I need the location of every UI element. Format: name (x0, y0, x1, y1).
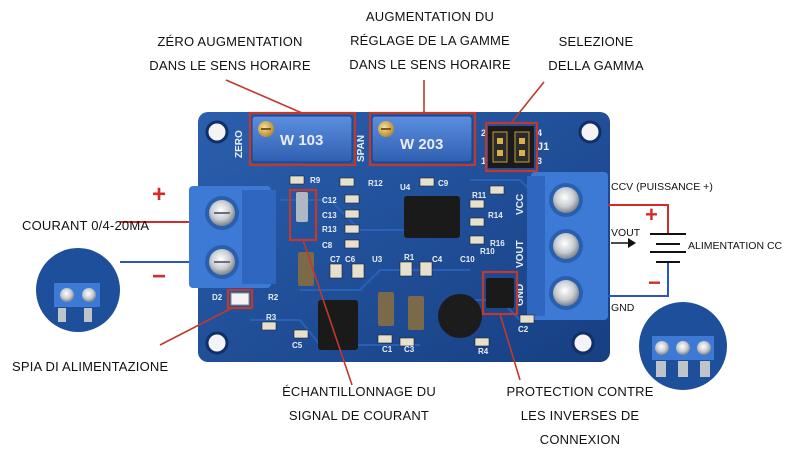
span-potentiometer (371, 115, 473, 163)
silk-part-c10: C10 (460, 255, 475, 264)
silk-pin-4: 4 (537, 128, 542, 138)
silk-part-c1: C1 (382, 345, 393, 354)
silk-part-c13: C13 (322, 211, 337, 220)
silk-part-r2: R2 (268, 293, 279, 302)
input-plus-sign: + (152, 181, 166, 208)
mounting-holes (205, 120, 602, 355)
callout-sampling-line2: SIGNAL DE COURANT (288, 408, 430, 423)
range-jumper (488, 126, 534, 168)
silk-part-r4: R4 (478, 347, 489, 356)
silk-pot2: W 203 (400, 136, 443, 153)
silk-part-c8: C8 (322, 241, 333, 250)
leader-sampling (302, 239, 353, 386)
terminal-label-vout: VOUT (611, 227, 641, 239)
callout-power-led: SPIA DI ALIMENTAZIONE (12, 359, 169, 374)
silk-part-r11: R11 (472, 191, 487, 200)
silk-jumper: J1 (537, 141, 549, 153)
callout-box-led (226, 288, 254, 310)
silk-part-r14: R14 (488, 211, 503, 220)
silk-part-u3: U3 (372, 255, 383, 264)
silk-span: SPAN (356, 135, 367, 162)
output-plus-sign: + (645, 202, 658, 227)
callout-current-input: COURANT 0/4-20MA (22, 218, 150, 233)
silk-zero: ZERO (234, 130, 245, 158)
inset-terminal-left (36, 248, 120, 332)
battery-symbol (650, 233, 686, 263)
leader-zero (225, 79, 303, 114)
silk-pin-2: 2 (481, 128, 486, 138)
output-terminal-block (527, 172, 608, 320)
callout-protection-line1: PROTECTION CONTRE (506, 384, 654, 399)
callout-box-span (368, 111, 477, 167)
silk-part-u4: U4 (400, 183, 411, 192)
silk-part-r16: R16 (490, 239, 505, 248)
callout-sampling-line1: ÉCHANTILLONNAGE DU (282, 384, 436, 399)
silk-vcc: VCC (515, 194, 526, 215)
silk-part-c7: C7 (330, 255, 341, 264)
output-wires: + − (608, 202, 686, 297)
callout-zero-line1: ZÉRO AUGMENTATION (157, 34, 303, 49)
leader-lines (159, 79, 545, 386)
callout-protection-line3: CONNEXION (539, 432, 621, 447)
terminal-label-gnd: GND (611, 302, 635, 314)
callout-span-line2: RÉGLAGE DE LA GAMME (350, 33, 510, 48)
leader-range (510, 81, 545, 124)
silk-part-c3: C3 (404, 345, 415, 354)
leader-protection (499, 313, 521, 381)
silk-part-c5: C5 (292, 341, 303, 350)
callout-span-line3: DANS LE SENS HORAIRE (349, 57, 511, 72)
power-led (230, 292, 250, 306)
input-minus-sign: − (152, 263, 166, 290)
callout-range-line1: SELEZIONE (558, 34, 634, 49)
silk-part-d2: D2 (212, 293, 223, 302)
silk-part-c2: C2 (518, 325, 529, 334)
silk-part-c4: C4 (432, 255, 443, 264)
silk-part-c9: C9 (438, 179, 449, 188)
callout-zero-line2: DANS LE SENS HORAIRE (149, 58, 311, 73)
callout-protection: PROTECTION CONTRE LES INVERSES DE CONNEX… (500, 380, 660, 452)
silk-part-r10: R10 (480, 247, 495, 256)
callout-span-line1: AUGMENTATION DU (365, 9, 495, 24)
leader-led (159, 307, 233, 346)
silk-part-r12: R12 (368, 179, 383, 188)
output-minus-sign: − (648, 270, 661, 295)
callout-zero: ZÉRO AUGMENTATION DANS LE SENS HORAIRE (140, 30, 320, 78)
capacitors (296, 192, 424, 330)
silkscreen: W 103 W 203 ZERO SPAN J1 2 4 1 3 VCC VOU… (212, 128, 549, 356)
silk-part-r9: R9 (310, 176, 321, 185)
callout-sampling: ÉCHANTILLONNAGE DU SIGNAL DE COURANT (264, 380, 454, 428)
silk-gnd: GND (515, 284, 526, 306)
silk-pot1: W 103 (280, 132, 323, 149)
silk-part-r3: R3 (266, 313, 277, 322)
callout-box-zero (248, 111, 357, 167)
silk-pin-3: 3 (537, 156, 542, 166)
silk-part-c12: C12 (322, 196, 337, 205)
input-wires: + − (120, 181, 189, 290)
input-terminal-block (189, 186, 276, 288)
silk-part-c6: C6 (345, 255, 356, 264)
smd-components (261, 175, 535, 347)
terminal-label-ccv: CCV (PUISSANCE +) (611, 181, 713, 193)
callout-protection-line2: LES INVERSES DE (520, 408, 640, 423)
silk-vout: VOUT (515, 240, 526, 268)
dc-supply-label: ALIMENTATION CC (688, 240, 783, 252)
silk-part-r13: R13 (322, 225, 337, 234)
callout-span: AUGMENTATION DU RÉGLAGE DE LA GAMME DANS… (330, 5, 530, 77)
silk-pin-1: 1 (481, 156, 486, 166)
callout-range: SELEZIONE DELLA GAMMA (536, 30, 656, 78)
inset-terminal-right (639, 302, 727, 390)
callout-range-line2: DELLA GAMMA (548, 58, 644, 73)
callout-boxes (226, 111, 539, 316)
zero-potentiometer (251, 115, 353, 163)
silk-part-r1: R1 (404, 253, 415, 262)
